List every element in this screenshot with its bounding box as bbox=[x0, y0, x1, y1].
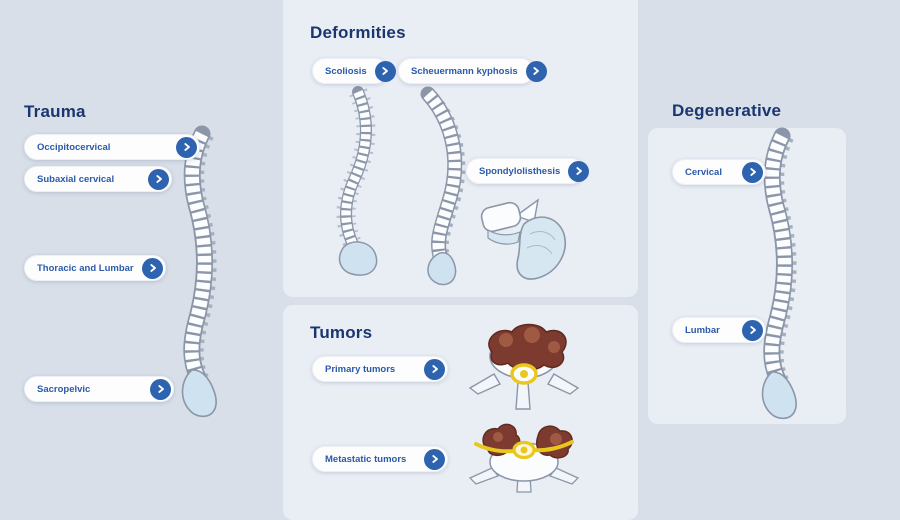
kyphosis-spine-illustration bbox=[402, 86, 476, 286]
pill-occipitocervical-label: Occipitocervical bbox=[37, 141, 111, 153]
pill-lumbar[interactable]: Lumbar bbox=[672, 317, 766, 343]
chevron-right-icon[interactable] bbox=[525, 60, 547, 82]
pill-scoliosis-label: Scoliosis bbox=[325, 65, 367, 77]
degenerative-section-title: Degenerative bbox=[672, 101, 782, 120]
pill-occipitocervical[interactable]: Occipitocervical bbox=[24, 134, 200, 160]
chevron-right-icon[interactable] bbox=[148, 168, 169, 190]
pill-spondylolisthesis-label: Spondylolisthesis bbox=[479, 165, 561, 177]
pill-thoracic-and-lumbar-label: Thoracic and Lumbar bbox=[37, 262, 134, 274]
spondylolisthesis-illustration bbox=[474, 190, 578, 286]
pill-cervical-label: Cervical bbox=[685, 166, 722, 178]
spine-overview-screen: Trauma Deformities Tumors Degenerative O… bbox=[24, 0, 846, 520]
deformities-section-title: Deformities bbox=[310, 23, 406, 42]
tumors-section-title: Tumors bbox=[310, 323, 373, 342]
chevron-right-icon[interactable] bbox=[176, 136, 197, 158]
pill-subaxial-cervical-label: Subaxial cervical bbox=[37, 173, 115, 185]
chevron-right-icon[interactable] bbox=[742, 319, 763, 341]
pill-scoliosis[interactable]: Scoliosis bbox=[312, 58, 396, 84]
chevron-right-icon[interactable] bbox=[424, 448, 445, 470]
pill-thoracic-and-lumbar[interactable]: Thoracic and Lumbar bbox=[24, 255, 166, 281]
chevron-right-icon[interactable] bbox=[424, 358, 445, 380]
pill-scheuermann-kyphosis-label: Scheuermann kyphosis bbox=[411, 65, 518, 77]
pill-cervical[interactable]: Cervical bbox=[672, 159, 766, 185]
pill-lumbar-label: Lumbar bbox=[685, 324, 720, 336]
pill-primary-tumors-label: Primary tumors bbox=[325, 363, 396, 375]
vertebra-primary-tumor-illustration bbox=[466, 322, 582, 414]
pill-primary-tumors[interactable]: Primary tumors bbox=[312, 356, 448, 382]
pill-spondylolisthesis[interactable]: Spondylolisthesis bbox=[466, 158, 590, 184]
pill-metastatic-tumors[interactable]: Metastatic tumors bbox=[312, 446, 448, 472]
pill-metastatic-tumors-label: Metastatic tumors bbox=[325, 453, 407, 465]
pill-subaxial-cervical[interactable]: Subaxial cervical bbox=[24, 166, 172, 192]
pill-sacropelvic[interactable]: Sacropelvic bbox=[24, 376, 174, 402]
chevron-right-icon[interactable] bbox=[374, 60, 396, 82]
chevron-right-icon[interactable] bbox=[568, 160, 590, 182]
trauma-section-title: Trauma bbox=[24, 102, 86, 121]
chevron-right-icon[interactable] bbox=[142, 257, 163, 279]
scoliosis-spine-illustration bbox=[322, 84, 394, 286]
pill-scheuermann-kyphosis[interactable]: Scheuermann kyphosis bbox=[398, 58, 547, 84]
vertebra-metastatic-tumor-illustration bbox=[468, 420, 580, 494]
pill-sacropelvic-label: Sacropelvic bbox=[37, 383, 91, 395]
tumors-card bbox=[283, 305, 638, 520]
chevron-right-icon[interactable] bbox=[150, 378, 171, 400]
chevron-right-icon[interactable] bbox=[742, 161, 763, 183]
